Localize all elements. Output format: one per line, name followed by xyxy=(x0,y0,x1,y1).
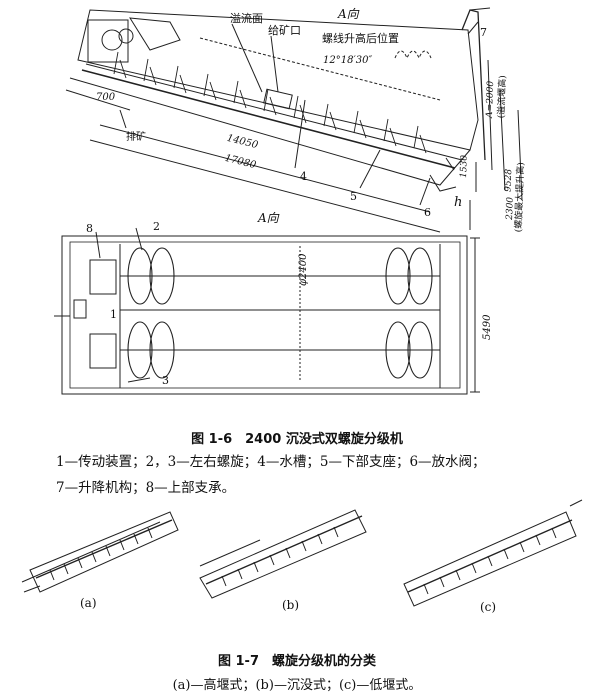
plan-shaft-lines xyxy=(120,275,440,351)
label-7: 7 xyxy=(480,26,487,39)
label-dim-14050: 14050 xyxy=(226,133,260,152)
label-dim-1530: 1530 xyxy=(459,155,470,179)
fig-1-6-legend-line1: 1—传动装置；2，3—左右螺旋；4—水槽；5—下部支座；6—放水阀； xyxy=(56,454,486,470)
label-5: 5 xyxy=(350,190,357,203)
plan-label-3: 3 xyxy=(162,374,169,387)
label-overflow-surface: 溢流面 xyxy=(230,11,263,25)
fig-1-6-legend-line2: 7—升降机构；8—上部支承。 xyxy=(56,480,236,496)
label-feed-inlet: 给矿口 xyxy=(268,24,301,37)
plan-dim-5490-line xyxy=(470,237,480,393)
dim-line-14050 xyxy=(99,124,431,213)
leader-overflow xyxy=(231,23,263,93)
plan-spirals xyxy=(127,247,433,379)
dim-lines-vertical xyxy=(487,59,523,201)
label-dim-9528-note: (螺旋最大提升高) xyxy=(512,162,526,232)
sub-label-b: (b) xyxy=(282,598,300,612)
trough-inner-line xyxy=(85,63,463,161)
label-dim-17080: 17080 xyxy=(224,153,258,172)
plan-label-1: 1 xyxy=(110,308,117,321)
fig-1-7-legend: (a)—高堰式；(b)—沉没式；(c)—低堰式。 xyxy=(172,678,422,693)
dim-line-700 xyxy=(65,89,131,111)
trough-bottom-line xyxy=(69,77,471,186)
plan-drive-top xyxy=(89,259,117,295)
label-dim-a2000-note: (溢流堰高) xyxy=(495,75,508,118)
leader-8 xyxy=(95,231,101,259)
plan-drive-bottom xyxy=(89,333,117,369)
trough-upper-outline xyxy=(77,9,479,151)
plan-label-2: 2 xyxy=(153,220,160,233)
drive-wheel xyxy=(101,29,123,51)
label-angle: 12°18′30″ xyxy=(323,55,372,66)
label-a-view-top: A向 xyxy=(337,7,360,21)
label-discharge: 排矿 xyxy=(126,130,146,143)
spiral-blades xyxy=(113,51,427,154)
leader-5 xyxy=(359,149,381,189)
sub-label-a: (a) xyxy=(80,596,97,610)
leader-feed xyxy=(270,35,279,93)
sub-label-c: (c) xyxy=(480,600,497,614)
label-dim-a2000: A=2000 xyxy=(485,81,496,120)
plan-frame-outer xyxy=(61,235,468,395)
plan-label-phi2400: φ2400 xyxy=(298,253,309,286)
label-6: 6 xyxy=(424,206,431,219)
label-h: h xyxy=(454,195,462,210)
label-dim-700: 700 xyxy=(96,92,116,103)
plan-label-5490: 5490 xyxy=(482,314,493,340)
lower-support xyxy=(429,174,457,192)
sketch-high-weir xyxy=(21,511,179,593)
leader-4 xyxy=(294,99,306,169)
fig-1-6-caption: 图 1-6 2400 沉没式双螺旋分级机 xyxy=(191,432,403,447)
label-spiral-lift: 螺线升高后位置 xyxy=(322,31,399,45)
leader-2 xyxy=(135,227,143,251)
plan-frame-inner xyxy=(69,241,461,389)
fig-1-7-caption: 图 1-7 螺旋分级机的分类 xyxy=(217,654,376,669)
dim-line-17080 xyxy=(89,139,441,233)
spiral-shaft xyxy=(81,69,456,169)
sketch-submerged xyxy=(199,509,367,599)
leader-6 xyxy=(419,177,431,206)
label-dim-9528: 9528 xyxy=(504,169,515,193)
label-a-view-plan: A向 xyxy=(257,211,280,225)
plan-trough-ends xyxy=(119,244,441,388)
label-dim-2300: 2300 xyxy=(505,197,516,222)
label-4: 4 xyxy=(300,170,307,183)
leader-3 xyxy=(127,377,151,383)
sketch-low-weir xyxy=(403,499,583,607)
feed-inlet-box xyxy=(263,88,293,110)
lifted-spiral-position xyxy=(199,37,441,101)
drive-housing xyxy=(87,19,129,63)
plan-label-8: 8 xyxy=(86,222,93,235)
lift-mechanism xyxy=(461,9,486,161)
leader-7 xyxy=(467,21,479,35)
drive-cover xyxy=(129,17,181,51)
